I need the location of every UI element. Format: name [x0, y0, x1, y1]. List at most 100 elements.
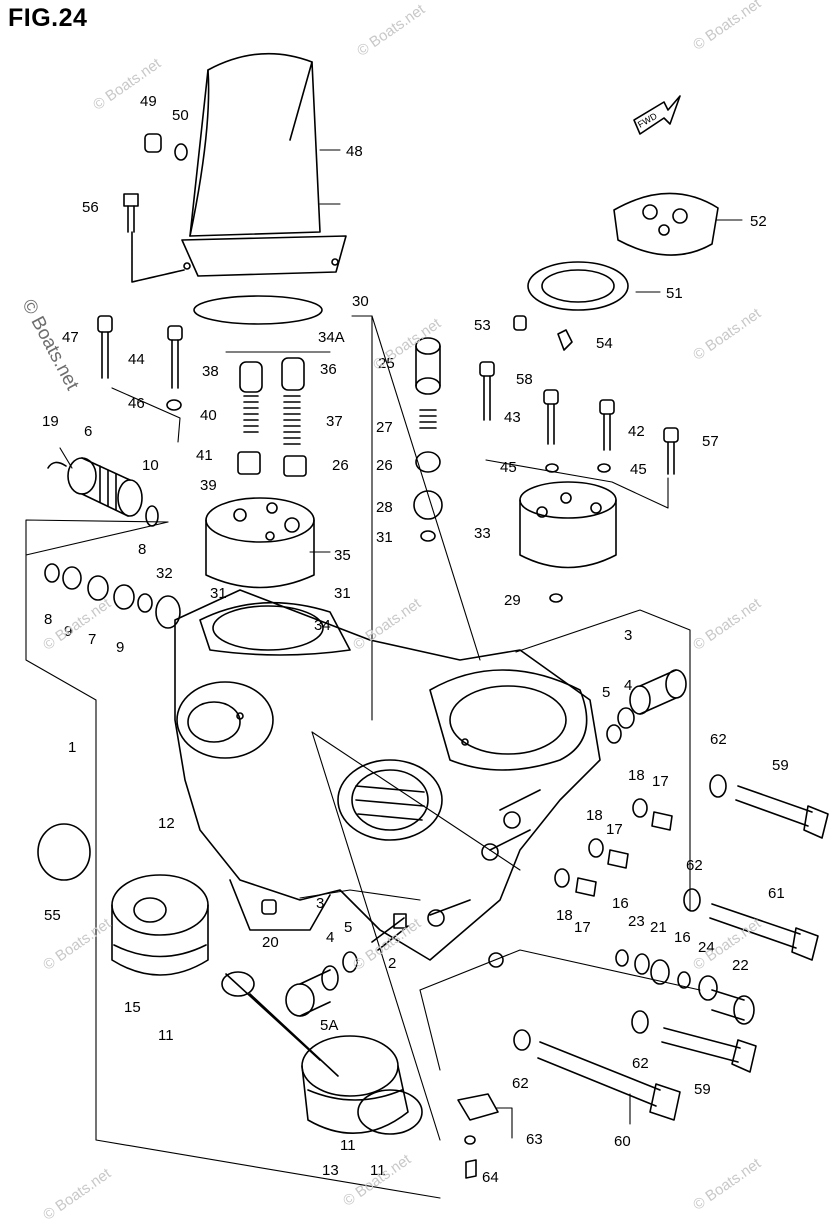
bolt-part-60: [513, 1029, 681, 1121]
part-callout-11: 11: [370, 1162, 386, 1179]
bolt-part-44: [166, 325, 183, 411]
part-callout-6: 6: [84, 423, 92, 440]
part-callout-33: 33: [474, 525, 491, 542]
part-callout-20: 20: [262, 934, 279, 951]
valve-body-part-35: [205, 497, 315, 589]
part-callout-18: 18: [586, 807, 603, 824]
main-body-part-12: [174, 589, 601, 968]
part-callout-9: 9: [116, 639, 124, 656]
part-callout-35: 35: [334, 547, 351, 564]
part-callout-45: 45: [500, 459, 517, 476]
part-callout-26: 26: [376, 457, 393, 474]
bolt-part-47: [97, 315, 113, 379]
part-callout-55: 55: [44, 907, 61, 924]
part-callout-49: 49: [140, 93, 157, 110]
part-callout-23: 23: [628, 913, 645, 930]
part-callout-22: 22: [732, 957, 749, 974]
part-callout-18: 18: [556, 907, 573, 924]
part-callout-25: 25: [378, 355, 395, 372]
part-callout-48: 48: [346, 143, 363, 160]
part-callout-61: 61: [768, 885, 785, 902]
part-callout-5: 5: [344, 919, 352, 936]
part-callout-62: 62: [632, 1055, 649, 1072]
part-callout-62: 62: [512, 1075, 529, 1092]
part-callout-3: 3: [316, 895, 324, 912]
part-callout-41: 41: [196, 447, 213, 464]
part-callout-17: 17: [574, 919, 591, 936]
valve-parts-17-18: [554, 798, 673, 897]
part-callout-10: 10: [142, 457, 159, 474]
part-callout-19: 19: [42, 413, 59, 430]
part-callout-54: 54: [596, 335, 613, 352]
part-callout-58: 58: [516, 371, 533, 388]
part-callout-12: 12: [158, 815, 175, 832]
valve-part-6: [47, 457, 159, 527]
part-callout-15: 15: [124, 999, 141, 1016]
part-callout-3: 3: [624, 627, 632, 644]
part-callout-17: 17: [606, 821, 623, 838]
part-callout-62: 62: [686, 857, 703, 874]
part-callout-5a: 5A: [320, 1017, 338, 1034]
part-callout-1: 1: [68, 739, 76, 756]
part-callout-34a: 34A: [318, 329, 345, 346]
part-callout-57: 57: [702, 433, 719, 450]
plug-part-49: [144, 133, 188, 161]
part-callout-44: 44: [128, 351, 145, 368]
part-callout-51: 51: [666, 285, 683, 302]
part-callout-34: 34: [314, 617, 331, 634]
part-callout-26: 26: [332, 457, 349, 474]
part-callout-50: 50: [172, 107, 189, 124]
leader-lines: [25, 149, 743, 1199]
part-callout-17: 17: [652, 773, 669, 790]
part-callout-45: 45: [630, 461, 647, 478]
part-callout-52: 52: [750, 213, 767, 230]
part-callout-59: 59: [694, 1081, 711, 1098]
valve-part-22: [615, 949, 755, 1025]
part-callout-18: 18: [628, 767, 645, 784]
part-callout-43: 43: [504, 409, 521, 426]
bolt-part-59-bottom: [631, 1010, 757, 1073]
ring-part-51: [527, 261, 629, 311]
bolt-part-56: [123, 193, 185, 283]
part-callout-63: 63: [526, 1131, 543, 1148]
figure-title: FIG.24: [8, 4, 88, 32]
part-callout-46: 46: [128, 395, 145, 412]
cylinder-rod-assembly: [221, 971, 423, 1135]
part-callout-24: 24: [698, 939, 715, 956]
fitting-part-2: [371, 913, 409, 951]
part-callout-7: 7: [88, 631, 96, 648]
part-callout-59: 59: [772, 757, 789, 774]
part-callout-4: 4: [326, 929, 334, 946]
piston-stack-25-31: [413, 337, 443, 542]
plate-part-52: [613, 192, 719, 256]
part-callout-11: 11: [340, 1137, 356, 1154]
part-callout-21: 21: [650, 919, 667, 936]
part-callout-16: 16: [674, 929, 691, 946]
part-callout-30: 30: [352, 293, 369, 310]
part-callout-9: 9: [64, 623, 72, 640]
valve-part-3: [606, 669, 687, 744]
part-callout-64: 64: [482, 1169, 499, 1186]
part-callout-8: 8: [44, 611, 52, 628]
valve-body-part-33: [519, 481, 617, 603]
part-callout-11: 11: [158, 1027, 174, 1044]
part-callout-5: 5: [602, 684, 610, 701]
part-callout-39: 39: [200, 477, 217, 494]
part-callout-28: 28: [376, 499, 393, 516]
part-callout-38: 38: [202, 363, 219, 380]
small-bolts-right: [479, 315, 679, 475]
part-callout-53: 53: [474, 317, 491, 334]
part-callout-36: 36: [320, 361, 337, 378]
valve-spool-part-38: [237, 361, 263, 475]
part-callout-2: 2: [388, 955, 396, 972]
part-callout-47: 47: [62, 329, 79, 346]
part-callout-31: 31: [334, 585, 351, 602]
part-callout-32: 32: [156, 565, 173, 582]
part-callout-16: 16: [612, 895, 629, 912]
part-callout-40: 40: [200, 407, 217, 424]
forward-direction-label: FWD: [636, 111, 659, 130]
part-callout-37: 37: [326, 413, 343, 430]
part-callout-42: 42: [628, 423, 645, 440]
